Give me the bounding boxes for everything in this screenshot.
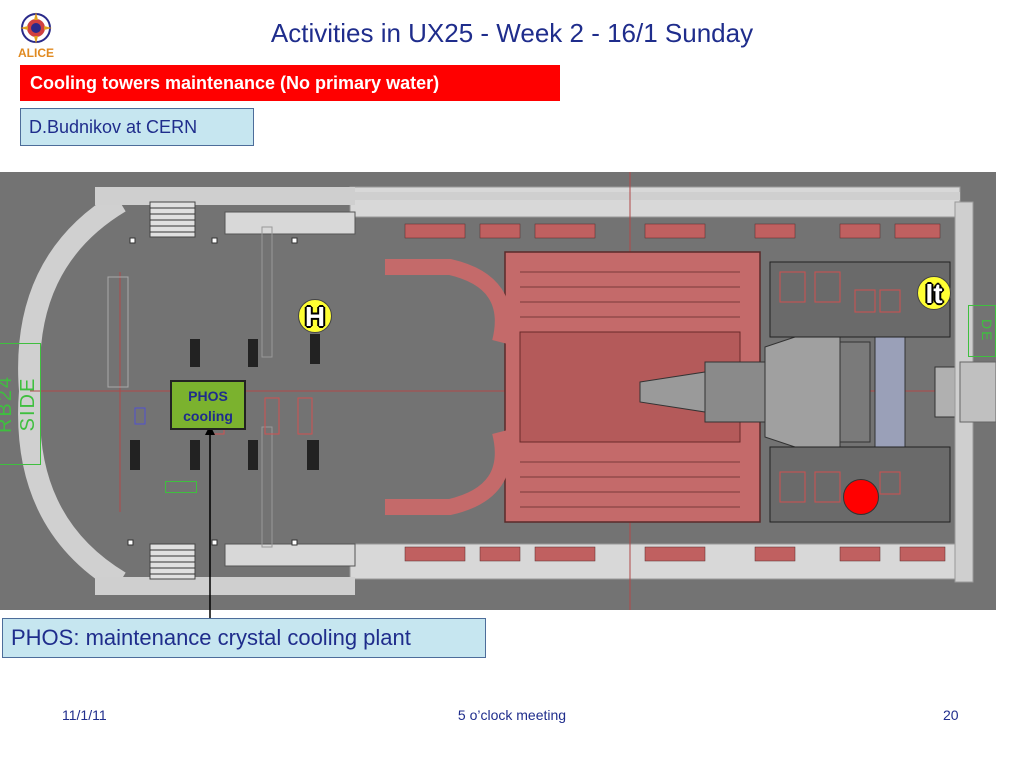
ux25-cavern-diagram — [0, 172, 996, 610]
red-dot-marker — [843, 479, 879, 515]
cooling-label: cooling — [183, 408, 233, 424]
person-box: D.Budnikov at CERN — [20, 108, 254, 146]
footer-date: 11/1/11 — [62, 707, 107, 723]
callout-arrow — [205, 425, 215, 621]
logo-text: ALICE — [18, 46, 54, 60]
phos-callout: PHOS: maintenance crystal cooling plant — [2, 618, 486, 658]
alice-logo: ALICE — [18, 12, 54, 60]
right-side-label: DE — [968, 305, 996, 357]
rb24-side-label: RB24 SIDE — [0, 343, 41, 465]
page-number: 20 — [943, 707, 959, 723]
green-tag — [165, 481, 197, 493]
marker-it: It — [917, 276, 951, 310]
slide-title: Activities in UX25 - Week 2 - 16/1 Sunda… — [270, 18, 754, 48]
phos-cooling-box: PHOS cooling — [170, 380, 246, 430]
cooling-towers-banner: Cooling towers maintenance (No primary w… — [20, 65, 560, 101]
footer-meeting: 5 o’clock meeting — [457, 707, 567, 723]
marker-h: H — [298, 299, 332, 333]
phos-label: PHOS — [188, 388, 228, 404]
